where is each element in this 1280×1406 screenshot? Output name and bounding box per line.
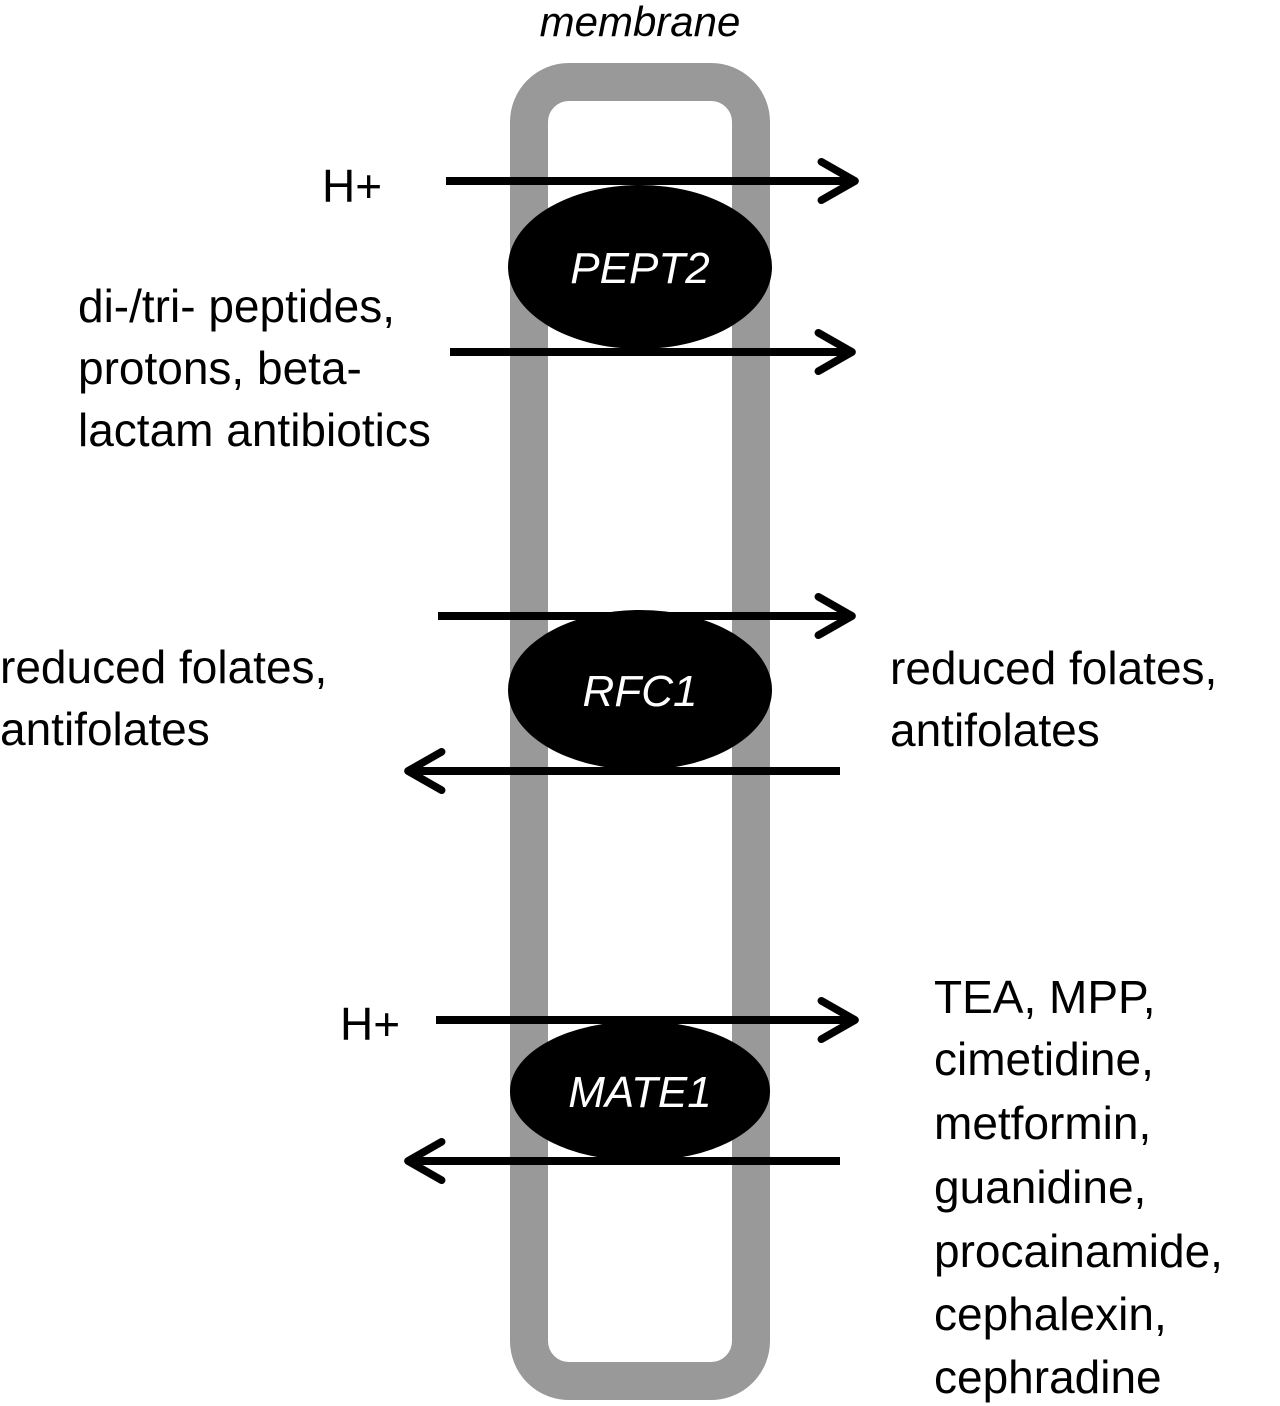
mate1-substrate-line: procainamide, bbox=[934, 1225, 1223, 1277]
mate1-substrate-line: TEA, MPP, bbox=[934, 971, 1156, 1023]
mate1-substrate-line: cimetidine, bbox=[934, 1033, 1154, 1085]
mate1-transporter bbox=[510, 1021, 770, 1161]
rfc1-left-line: reduced folates, bbox=[0, 641, 327, 693]
mate1-substrate-line: cephalexin, bbox=[934, 1288, 1167, 1340]
mate1-substrate-line: cephradine bbox=[934, 1351, 1162, 1403]
mate1-label: MATE1 bbox=[568, 1068, 711, 1117]
rfc1-left-line: antifolates bbox=[0, 703, 210, 755]
mate1-proton-label: H+ bbox=[340, 998, 400, 1050]
pept2-substrate-line: lactam antibiotics bbox=[78, 404, 431, 456]
pept2-label: PEPT2 bbox=[570, 244, 709, 293]
rfc1-right-line: antifolates bbox=[890, 704, 1100, 756]
pept2-proton-label: H+ bbox=[322, 160, 382, 212]
mate1-substrate-line: guanidine, bbox=[934, 1161, 1146, 1213]
pept2-transporter bbox=[508, 185, 772, 349]
rfc1-right-line: reduced folates, bbox=[890, 642, 1217, 694]
mate1-substrate-line: metformin, bbox=[934, 1097, 1151, 1149]
rfc1-transporter bbox=[508, 610, 772, 770]
rfc1-label: RFC1 bbox=[583, 667, 698, 716]
pept2-substrate-line: di-/tri- peptides, bbox=[78, 280, 395, 332]
pept2-substrate-line: protons, beta- bbox=[78, 342, 362, 394]
membrane-title: membrane bbox=[540, 0, 741, 45]
